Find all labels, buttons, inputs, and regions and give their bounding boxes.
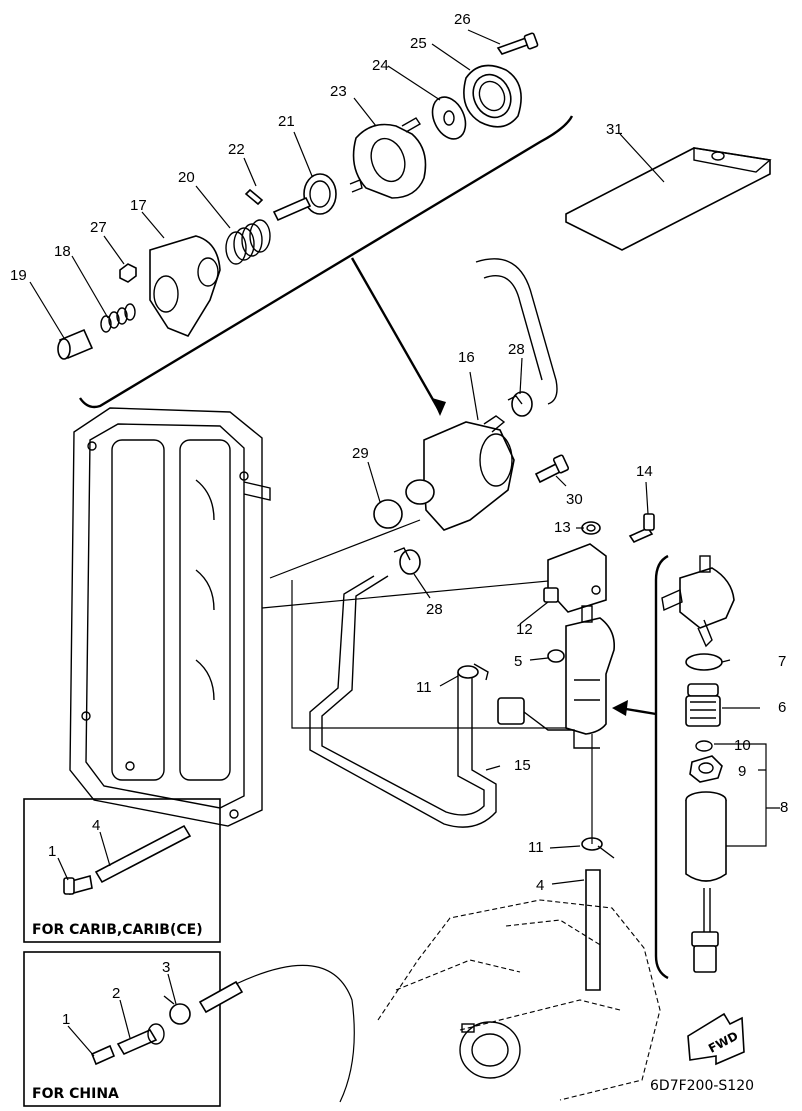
callout-13: 13 xyxy=(554,519,571,536)
callout-box1-1: 1 xyxy=(48,843,56,860)
callout-19: 19 xyxy=(10,267,27,284)
callout-8: 8 xyxy=(780,799,788,816)
part-30-bolt xyxy=(534,454,570,484)
callout-5: 5 xyxy=(514,653,522,670)
top-group-arrow-head xyxy=(432,398,446,416)
callout-16: 16 xyxy=(458,349,475,366)
part-8-filter-cup xyxy=(685,791,727,973)
callout-22: 22 xyxy=(228,141,245,158)
callout-28-lower: 28 xyxy=(426,601,443,618)
china-hose xyxy=(198,980,244,1014)
part-26-screw xyxy=(496,32,539,55)
part-20-spring xyxy=(225,219,271,265)
callout-7: 7 xyxy=(778,653,786,670)
callout-box1-4: 4 xyxy=(92,817,100,834)
callout-9: 9 xyxy=(738,763,746,780)
inset-box-china xyxy=(23,951,221,1107)
inset-carib-title: FOR CARIB,CARIB(CE) xyxy=(32,922,203,938)
part-16-fuel-pump xyxy=(405,415,515,531)
part-27-nut xyxy=(119,263,137,283)
filter-group-bracket xyxy=(654,554,669,980)
hose-upper-right-inner xyxy=(483,275,543,381)
callout-25: 25 xyxy=(410,35,427,52)
leader-8 xyxy=(714,743,780,847)
callout-box2-1: 1 xyxy=(62,1011,70,1028)
callout-27: 27 xyxy=(90,219,107,236)
leader-pump-to-head xyxy=(269,519,421,579)
part-13-collar xyxy=(581,521,601,535)
part-28-clip-upper xyxy=(507,391,533,417)
leader-head-to-filter xyxy=(291,580,570,729)
lower-engine-outline xyxy=(377,899,661,1101)
callout-numbers: 26 25 24 23 31 21 22 20 17 27 18 19 16 2… xyxy=(10,11,788,1028)
china-part-2-joint xyxy=(116,1023,165,1056)
callout-20: 20 xyxy=(178,169,195,186)
part-29-o-ring xyxy=(373,499,403,529)
cylinder-head-outline xyxy=(69,407,271,827)
part-7-o-ring xyxy=(685,653,723,671)
part-18-spring xyxy=(100,303,136,333)
part-28-clip-lower xyxy=(393,547,421,575)
callout-29: 29 xyxy=(352,445,369,462)
part-24-diaphragm xyxy=(431,96,467,140)
figure-reference-code: 6D7F200-S120 xyxy=(650,1078,754,1094)
carib-part-4-tube xyxy=(94,824,192,884)
part-31-bag xyxy=(565,147,772,251)
part-25-cover xyxy=(463,64,522,128)
callout-box2-2: 2 xyxy=(112,985,120,1002)
hose-15 xyxy=(321,575,485,816)
hose-15-inner xyxy=(309,575,497,828)
callout-11-upper: 11 xyxy=(416,679,432,696)
part-6-filter-element xyxy=(685,683,721,727)
callout-28-upper: 28 xyxy=(508,341,525,358)
callout-17: 17 xyxy=(130,197,147,214)
part-4-tube xyxy=(585,869,601,991)
callout-30: 30 xyxy=(566,491,583,508)
leader-lines xyxy=(29,29,760,1057)
part-11-clip-lower xyxy=(581,837,615,859)
china-part-1-fitting xyxy=(90,1044,116,1066)
callout-26: 26 xyxy=(454,11,471,28)
callout-box2-3: 3 xyxy=(162,959,170,976)
callout-31: 31 xyxy=(606,121,623,138)
callout-23: 23 xyxy=(330,83,347,100)
part-22-pin xyxy=(244,188,264,206)
callout-18: 18 xyxy=(54,243,71,260)
leader-bracket-to-head xyxy=(261,577,581,609)
part-9-nut xyxy=(689,755,723,783)
callout-15: 15 xyxy=(514,757,531,774)
callout-12: 12 xyxy=(516,621,533,638)
part-23-pump-body xyxy=(349,117,427,199)
fwd-arrow xyxy=(687,1012,745,1066)
part-5-fuel-filter-assembly xyxy=(547,605,616,735)
part-21-piston xyxy=(272,173,337,222)
callout-21: 21 xyxy=(278,113,295,130)
part-19-cap xyxy=(57,328,94,360)
callout-10: 10 xyxy=(734,737,751,754)
callout-6: 6 xyxy=(778,699,786,716)
inset-box-carib xyxy=(23,798,221,943)
wire-connector xyxy=(497,697,600,749)
top-group-arrow-line xyxy=(350,257,442,413)
hose-upper-right xyxy=(475,258,558,405)
carib-part-1-fitting xyxy=(63,874,93,896)
callout-4: 4 xyxy=(536,877,544,894)
china-hose-line xyxy=(235,964,355,1103)
filter-top-cap xyxy=(661,555,735,648)
callout-14: 14 xyxy=(636,463,653,480)
inset-china-title: FOR CHINA xyxy=(32,1086,119,1102)
part-17-housing xyxy=(149,235,221,337)
top-group-bracket xyxy=(79,115,574,409)
part-12-bracket xyxy=(543,543,607,613)
callout-11-lower: 11 xyxy=(528,839,544,856)
part-14-bolt xyxy=(628,513,655,544)
china-part-3-clip xyxy=(163,995,191,1025)
callout-24: 24 xyxy=(372,57,389,74)
part-10-ring xyxy=(695,740,713,752)
filter-group-arrow-head xyxy=(612,700,628,716)
part-11-clip-upper xyxy=(457,663,489,681)
